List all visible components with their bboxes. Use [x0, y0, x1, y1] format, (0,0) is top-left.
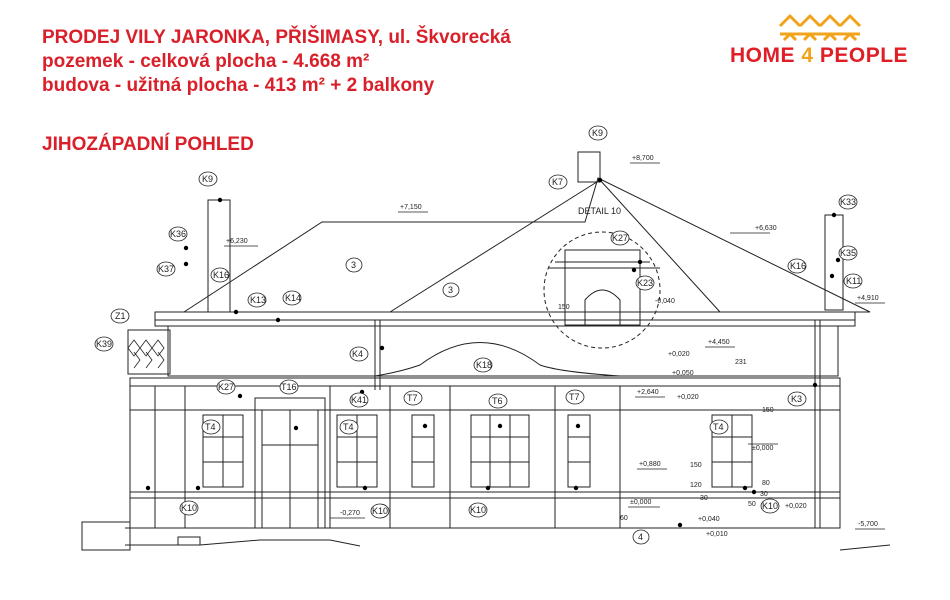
- dimension-label: 150: [558, 304, 570, 311]
- cornice: [154, 311, 856, 327]
- level-label: -0,270: [340, 510, 360, 517]
- facade-wall: [129, 377, 841, 529]
- tag-k11: K11: [846, 276, 861, 286]
- tag-k37: K37: [158, 264, 174, 274]
- tag-k27: K27: [218, 382, 234, 392]
- tag-t4: T4: [713, 422, 724, 432]
- land-area: pozemek - celková plocha - 4.668 m²: [42, 51, 370, 72]
- detail-label: DETAIL 10: [578, 206, 621, 216]
- tag-3: 3: [351, 260, 356, 270]
- tag-t7: T7: [569, 392, 580, 402]
- tag-k10: K10: [372, 506, 388, 516]
- level-label: +2,640: [637, 389, 659, 396]
- tag-k35: K35: [840, 248, 856, 258]
- tag-k16: K16: [790, 261, 806, 271]
- tag-k9: K9: [202, 174, 213, 184]
- title-block: PRODEJ VILY JARONKA, PŘIŠIMASY, ul. Škvo…: [42, 26, 511, 98]
- home4people-logo: HOME 4 PEOPLE: [730, 10, 935, 70]
- dimension-label: 231: [735, 359, 747, 366]
- tag-t4: T4: [205, 422, 216, 432]
- tag-4: 4: [638, 532, 643, 542]
- tag-t16: T16: [281, 382, 297, 392]
- level-label: +0,010: [706, 531, 728, 538]
- level-label: ±0,000: [752, 445, 773, 452]
- tag-k36: K36: [170, 229, 186, 239]
- tag-t6: T6: [492, 396, 503, 406]
- tag-k18: K18: [476, 360, 492, 370]
- tag-k13: K13: [250, 295, 266, 305]
- dimension-label: 30: [760, 491, 768, 498]
- level-label: +0,050: [672, 370, 694, 377]
- tag-k10: K10: [762, 501, 778, 511]
- houses-logo-icon: [778, 14, 862, 42]
- tag-z1: Z1: [115, 311, 126, 321]
- arch-gable: [374, 342, 621, 377]
- dimension-label: 80: [762, 480, 770, 487]
- dormer: [564, 249, 641, 326]
- tag-k7: K7: [552, 177, 563, 187]
- level-label: -0,040: [655, 298, 675, 305]
- tag-k41: K41: [351, 395, 367, 405]
- level-label: +4,450: [708, 339, 730, 346]
- level-label: +8,700: [632, 155, 654, 162]
- listing-title: PRODEJ VILY JARONKA, PŘIŠIMASY, ul. Škvo…: [42, 27, 511, 48]
- level-label: +0,020: [677, 394, 699, 401]
- detail-circle: [543, 231, 661, 349]
- level-label: +6,630: [755, 225, 777, 232]
- dimension-label: 50: [748, 501, 756, 508]
- level-label: +4,910: [857, 295, 879, 302]
- tag-k33: K33: [840, 197, 856, 207]
- building-area: budova - užitná plocha - 413 m² + 2 balk…: [42, 75, 435, 96]
- tag-k9: K9: [592, 128, 603, 138]
- level-label: +0,040: [698, 516, 720, 523]
- dimension-label: 150: [690, 462, 702, 469]
- level-label: ±0,000: [630, 499, 651, 506]
- level-label: +6,230: [226, 238, 248, 245]
- view-title: JIHOZÁPADNÍ POHLED: [42, 134, 254, 155]
- dimension-label: 30: [700, 495, 708, 502]
- tag-k14: K14: [285, 293, 301, 303]
- tag-k10: K10: [181, 503, 197, 513]
- level-label: +0,020: [668, 351, 690, 358]
- tag-3: 3: [448, 285, 453, 295]
- dimension-label: 120: [690, 482, 702, 489]
- logo-text: HOME 4 PEOPLE: [730, 44, 909, 67]
- tag-t7: T7: [407, 393, 418, 403]
- tag-t4: T4: [343, 422, 354, 432]
- tag-k39: K39: [96, 339, 112, 349]
- dimension-label: 150: [762, 407, 774, 414]
- dimension-label: 60: [620, 515, 628, 522]
- level-label: +0,880: [639, 461, 661, 468]
- tag-k16: K16: [213, 270, 229, 280]
- window-group: [202, 414, 753, 488]
- level-label: +0,020: [785, 503, 807, 510]
- tag-k10: K10: [470, 505, 486, 515]
- level-label: -5,700: [858, 521, 878, 528]
- level-label: +7,150: [400, 204, 422, 211]
- tag-k27: K27: [612, 233, 628, 243]
- tag-k4: K4: [352, 349, 363, 359]
- tag-k23: K23: [637, 278, 653, 288]
- tag-k3: K3: [791, 394, 802, 404]
